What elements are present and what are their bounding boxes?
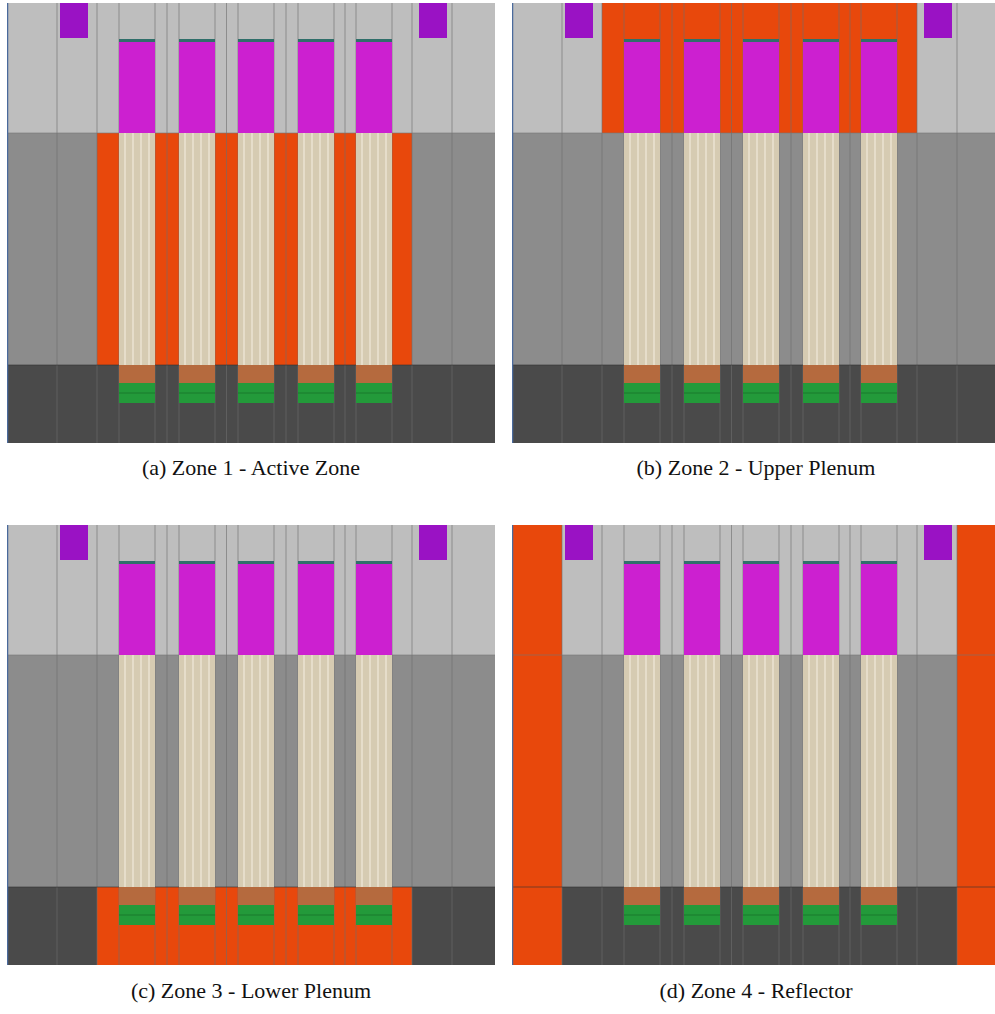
core-section [512,3,995,443]
core-section [7,3,495,443]
core-section [512,525,995,965]
panel-caption: (a) Zone 1 - Active Zone [142,455,360,481]
panel-caption: (b) Zone 2 - Upper Plenum [637,455,876,481]
core-illustration [7,525,495,965]
panel-caption: (c) Zone 3 - Lower Plenum [131,978,371,1004]
core-illustration [512,3,995,443]
core-illustration [7,3,495,443]
core-illustration [512,525,995,965]
core-section [7,525,495,965]
panel-caption: (d) Zone 4 - Reflector [659,978,852,1004]
